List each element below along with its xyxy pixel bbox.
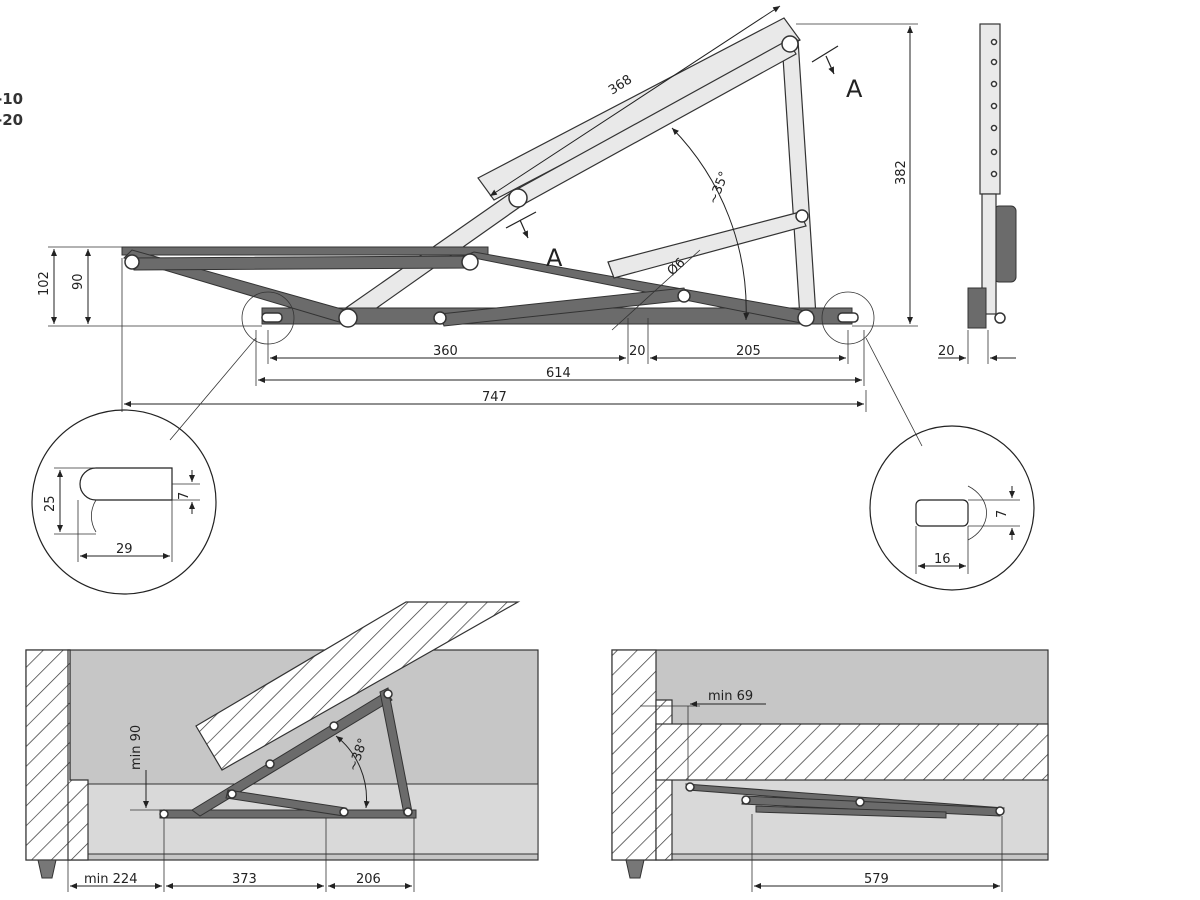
dim-360: 360 — [433, 344, 458, 359]
side-dim-20: 20 — [938, 344, 955, 359]
sofa-closed-view: min 69 579 — [611, 649, 1049, 892]
detail-left-slot — [79, 467, 173, 501]
detail-right-dim-7: 7 — [995, 510, 1010, 518]
detail-right: 7 16 — [865, 337, 1035, 591]
detail-left: 25 7 29 — [31, 337, 257, 595]
sofa-open-dim-206: 206 — [356, 872, 381, 887]
pivot — [677, 289, 691, 303]
sofa-open-armrest — [25, 649, 71, 861]
sofa-closed-dim-min-69: min 69 — [708, 689, 753, 704]
sofa-closed-strut — [755, 805, 947, 819]
top-rail — [121, 246, 489, 256]
side-bracket — [979, 23, 1001, 195]
dim-205: 205 — [736, 344, 761, 359]
part-code-20: -20 — [0, 111, 23, 129]
dim-368: 368 — [606, 72, 635, 98]
dim-90: 90 — [71, 273, 86, 290]
sofa-open-dim-373: 373 — [232, 872, 257, 887]
dim-382: 382 — [894, 160, 909, 185]
part-codes: -10 -20 — [0, 90, 23, 129]
side-foot — [967, 287, 987, 329]
dim-747: 747 — [482, 390, 507, 405]
sofa-open-dim-min-90: min 90 — [129, 725, 144, 770]
sofa-closed-dim-579: 579 — [864, 872, 889, 887]
mount-slot-right — [837, 312, 859, 323]
pivot — [795, 209, 809, 223]
detail-left-dim-29: 29 — [116, 542, 133, 557]
pivot — [124, 254, 140, 270]
detail-right-dim-16: 16 — [934, 552, 951, 567]
detail-right-slot — [915, 499, 969, 527]
sofa-closed-lid — [655, 723, 1049, 781]
dim-20: 20 — [629, 344, 646, 359]
detail-left-circle — [31, 409, 217, 595]
mechanism-side-view: 20 — [938, 23, 1017, 364]
angle-35: ~35° — [706, 169, 733, 206]
section-mark-a-top: A — [846, 75, 863, 103]
sofa-open-dim-min-224: min 224 — [84, 872, 137, 887]
side-strut — [993, 205, 1017, 283]
section-mark-a-bottom: A — [546, 244, 563, 272]
side-rail — [981, 193, 997, 315]
upright-link — [781, 39, 817, 319]
pivot — [781, 35, 799, 53]
mount-slot-left — [261, 312, 283, 323]
sofa-closed-leg — [625, 859, 645, 879]
pivot — [797, 309, 815, 327]
pivot — [461, 253, 479, 271]
sofa-open-lid — [195, 601, 521, 771]
sofa-open-leg — [37, 859, 57, 879]
gas-strut-upper — [607, 211, 807, 279]
pivot — [508, 188, 528, 208]
dim-102: 102 — [37, 271, 52, 296]
pivot — [433, 311, 447, 325]
sofa-open-storage — [87, 783, 539, 855]
part-code-10: -10 — [0, 90, 23, 108]
mechanism-top-view: 368 382 102 90 360 20 205 614 747 — [37, 5, 918, 412]
detail-left-dim-7: 7 — [177, 492, 192, 500]
diagonal-link-upper — [511, 39, 797, 205]
detail-left-dim-25: 25 — [43, 495, 58, 512]
sofa-open-arm-a — [191, 691, 393, 817]
sofa-closed-armrest — [611, 649, 657, 861]
scissor-arm-top — [129, 255, 473, 271]
sofa-open-view: min 90 ~38° min 224 373 206 — [25, 601, 539, 892]
dim-614: 614 — [546, 366, 571, 381]
pivot — [338, 308, 358, 328]
detail-right-circle — [869, 425, 1035, 591]
